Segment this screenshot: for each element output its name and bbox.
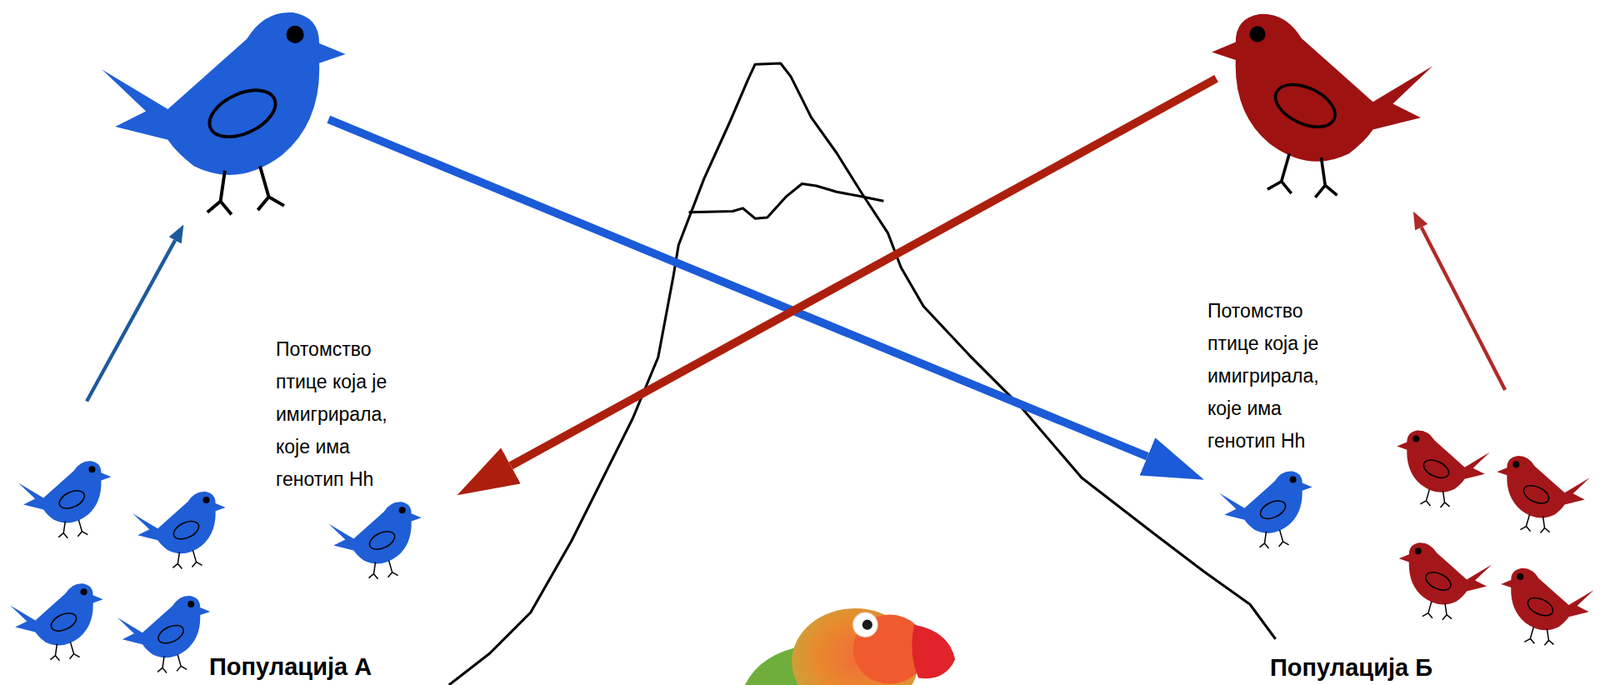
offspring-bird xyxy=(1219,470,1312,548)
emigrant-bird xyxy=(1211,14,1433,198)
mountain xyxy=(449,63,1276,685)
emigrant-bird xyxy=(101,12,345,215)
offspring-note: Потомство птице која је имигрирала, које… xyxy=(275,333,420,496)
population-a-birds xyxy=(10,460,421,673)
offspring-note: Потомство птице која је имигрирала, које… xyxy=(1207,295,1351,458)
population-label: Популација Б xyxy=(1270,654,1433,682)
population-b-birds xyxy=(1396,430,1594,645)
lovebird-photo xyxy=(745,608,955,685)
population-label: Популација А xyxy=(209,653,372,681)
